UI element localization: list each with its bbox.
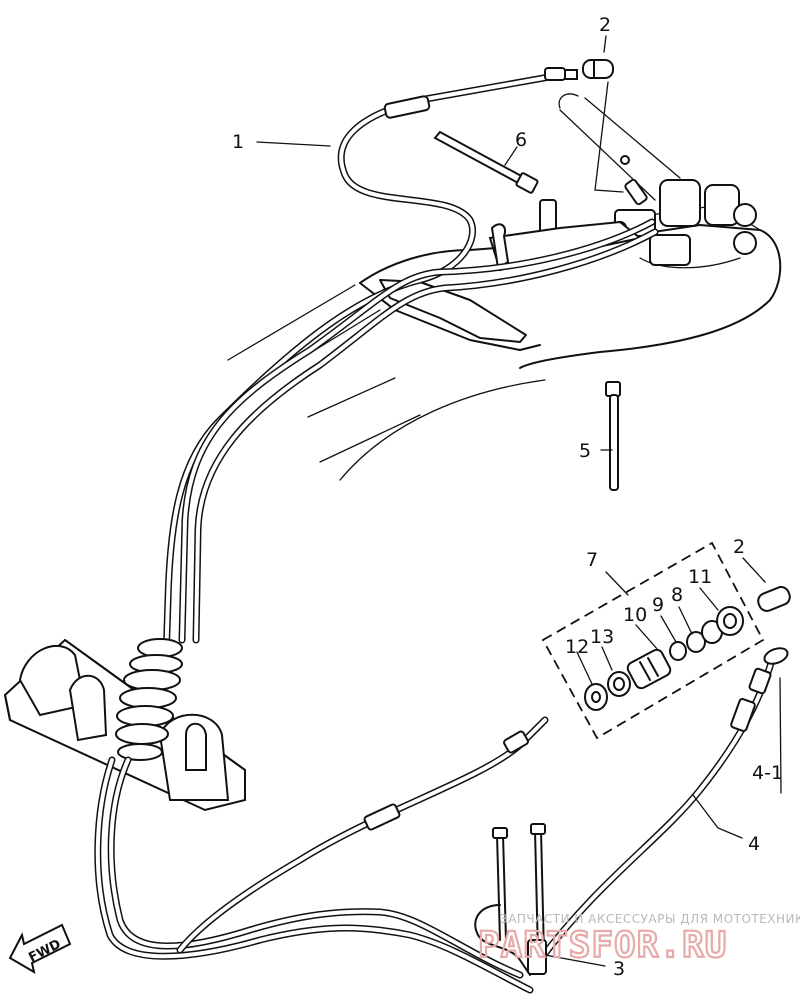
callout-4-1: 4-1 [752,762,783,784]
part-6-cable-tie [433,130,539,194]
fwd-direction-arrow: FWD [8,923,72,975]
part-10-fitting [626,648,672,690]
mounting-base [3,638,246,812]
part-11-nut [701,606,744,644]
part-9-ring [669,641,687,661]
parallel-cables [178,218,659,644]
callout-10: 10 [623,604,647,626]
bellows-boot [115,638,183,761]
callout-12: 12 [565,636,589,658]
part-12-washer [584,683,608,711]
cable-end-fitting-top [383,67,648,206]
choke-cable [176,647,789,964]
watermark: ЗАПЧАСТИ И АКСЕССУАРЫ ДЛЯ МОТОТЕХНИКИ PA… [477,912,800,967]
part-3-rods [474,823,547,976]
lower-cables [94,756,534,994]
callout-labels: 1 2 6 5 7 2 11 8 9 10 12 13 4-1 4 3 [232,14,783,980]
part-2-sleeve-top [582,59,614,79]
callout-11: 11 [688,566,712,588]
part-8-ring [686,631,706,653]
callout-9: 9 [652,594,664,616]
part-5-cable-tie [605,381,621,491]
watermark-logo: PARTSFOR.RU [478,925,727,966]
callout-2-top: 2 [599,14,611,36]
callout-7: 7 [586,549,598,571]
part-13-washer [607,671,631,697]
callout-8: 8 [671,584,683,606]
callout-13: 13 [590,626,614,648]
callout-2-right: 2 [733,536,745,558]
callout-3: 3 [613,958,625,980]
callout-4: 4 [748,833,760,855]
callout-5: 5 [579,440,591,462]
callout-6: 6 [515,129,527,151]
watermark-tagline: ЗАПЧАСТИ И АКСЕССУАРЫ ДЛЯ МОТОТЕХНИКИ [500,912,800,926]
leader-lines [256,35,782,967]
part-7-detail-box [541,541,765,740]
part-2-sleeve-right [757,586,791,612]
hull-outline [227,93,782,481]
callout-1: 1 [232,131,244,153]
arrow-left-icon [8,923,72,975]
